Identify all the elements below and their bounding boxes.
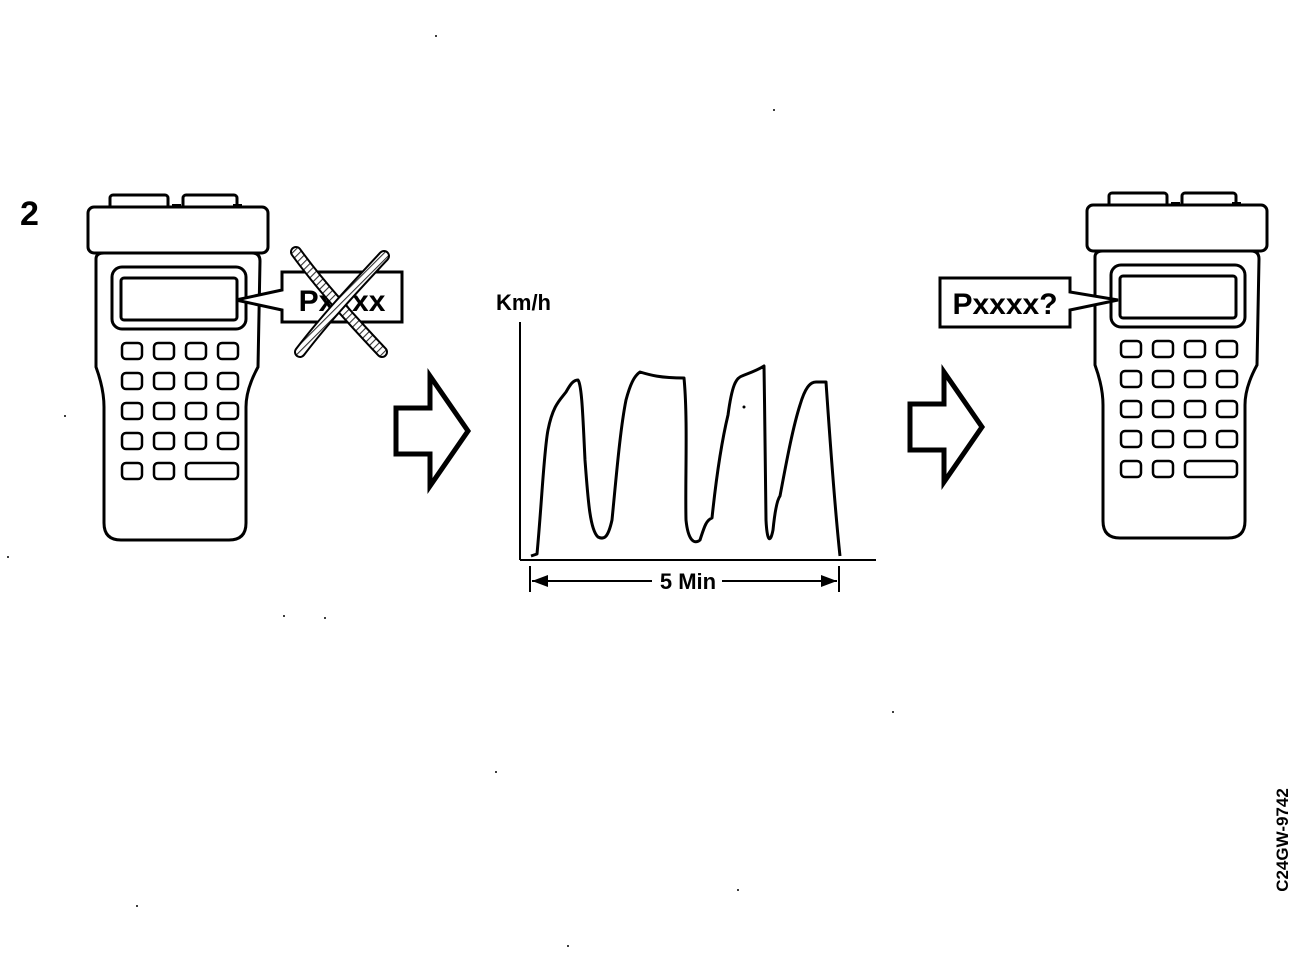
speed-curve [530, 364, 842, 558]
figure-id: C24GW-9742 [1273, 788, 1292, 892]
fault-code-right: Pxxxx? [952, 288, 1057, 321]
callout-right: Pxxxx? [938, 276, 1119, 329]
scan-speckles [7, 35, 894, 947]
cross-out-mark [290, 246, 390, 358]
flow-arrow-1 [396, 376, 468, 486]
y-axis-label: Km/h [496, 290, 551, 315]
tester-device-right [1085, 191, 1269, 540]
speed-graph: Km/h 5 Min [496, 290, 876, 594]
tester-device-left [86, 193, 270, 542]
step-number: 2 [20, 195, 39, 233]
flow-arrow-2 [910, 372, 982, 482]
duration-label: 5 Min [660, 569, 716, 594]
